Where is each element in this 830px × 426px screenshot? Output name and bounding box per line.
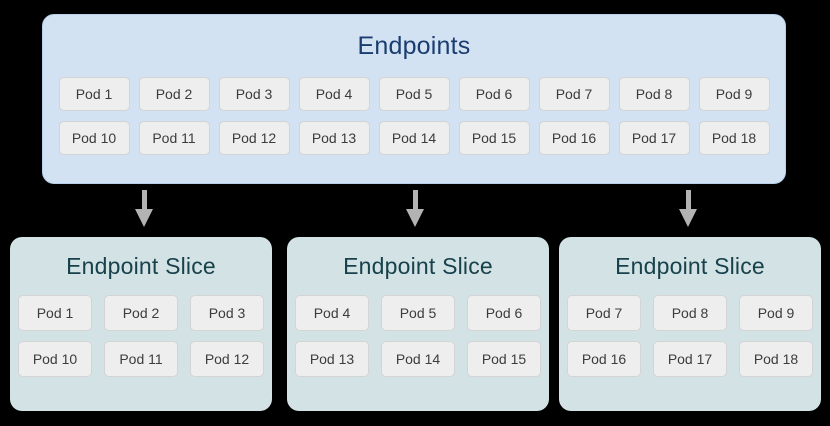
endpoint-slice-pod-grid: Pod 4 Pod 5 Pod 6 Pod 13 Pod 14 Pod 15 — [287, 295, 549, 387]
endpoint-slice-pod-row: Pod 4 Pod 5 Pod 6 — [287, 295, 549, 331]
pod-chip: Pod 7 — [538, 77, 610, 111]
endpoints-title: Endpoints — [357, 32, 471, 60]
arrow-head — [135, 209, 153, 227]
arrow-down-icon — [675, 190, 701, 227]
pod-chip: Pod 3 — [190, 295, 264, 331]
pod-chip: Pod 10 — [18, 341, 92, 377]
endpoint-slice-title: Endpoint Slice — [343, 253, 493, 279]
pod-chip: Pod 9 — [698, 77, 770, 111]
pod-chip: Pod 13 — [295, 341, 369, 377]
endpoints-pod-row: Pod 1 Pod 2 Pod 3 Pod 4 Pod 5 Pod 6 Pod … — [43, 77, 785, 111]
pod-chip: Pod 9 — [739, 295, 813, 331]
pod-chip: Pod 1 — [18, 295, 92, 331]
endpoints-pod-row: Pod 10 Pod 11 Pod 12 Pod 13 Pod 14 Pod 1… — [43, 121, 785, 155]
arrow-head — [406, 209, 424, 227]
pod-chip: Pod 3 — [218, 77, 290, 111]
endpoint-slice-title: Endpoint Slice — [66, 253, 216, 279]
pod-chip: Pod 18 — [698, 121, 770, 155]
pod-chip: Pod 17 — [618, 121, 690, 155]
arrow-head — [679, 209, 697, 227]
pod-chip: Pod 18 — [739, 341, 813, 377]
pod-chip: Pod 2 — [104, 295, 178, 331]
pod-chip: Pod 2 — [138, 77, 210, 111]
arrow-shaft — [413, 190, 418, 212]
endpoint-slice-pod-grid: Pod 1 Pod 2 Pod 3 Pod 10 Pod 11 Pod 12 — [10, 295, 272, 387]
pod-chip: Pod 5 — [378, 77, 450, 111]
pod-chip: Pod 12 — [218, 121, 290, 155]
pod-chip: Pod 16 — [567, 341, 641, 377]
arrow-shaft — [142, 190, 147, 212]
endpoint-slice-container-2: Endpoint Slice Pod 4 Pod 5 Pod 6 Pod 13 … — [287, 237, 549, 411]
endpoint-slice-pod-grid: Pod 7 Pod 8 Pod 9 Pod 16 Pod 17 Pod 18 — [559, 295, 821, 387]
arrow-down-icon — [402, 190, 428, 227]
endpoint-slice-title: Endpoint Slice — [615, 253, 765, 279]
pod-chip: Pod 12 — [190, 341, 264, 377]
pod-chip: Pod 13 — [298, 121, 370, 155]
endpoint-slice-pod-row: Pod 1 Pod 2 Pod 3 — [10, 295, 272, 331]
endpoints-container: Endpoints Pod 1 Pod 2 Pod 3 Pod 4 Pod 5 … — [42, 14, 786, 184]
pod-chip: Pod 14 — [378, 121, 450, 155]
pod-chip: Pod 14 — [381, 341, 455, 377]
pod-chip: Pod 15 — [458, 121, 530, 155]
pod-chip: Pod 6 — [467, 295, 541, 331]
endpoint-slice-pod-row: Pod 7 Pod 8 Pod 9 — [559, 295, 821, 331]
pod-chip: Pod 5 — [381, 295, 455, 331]
endpoints-pod-grid: Pod 1 Pod 2 Pod 3 Pod 4 Pod 5 Pod 6 Pod … — [43, 77, 785, 165]
endpoint-slice-pod-row: Pod 16 Pod 17 Pod 18 — [559, 341, 821, 377]
pod-chip: Pod 1 — [58, 77, 130, 111]
pod-chip: Pod 8 — [618, 77, 690, 111]
pod-chip: Pod 8 — [653, 295, 727, 331]
pod-chip: Pod 11 — [104, 341, 178, 377]
pod-chip: Pod 10 — [58, 121, 130, 155]
pod-chip: Pod 16 — [538, 121, 610, 155]
pod-chip: Pod 4 — [298, 77, 370, 111]
arrow-shaft — [686, 190, 691, 212]
endpoint-slice-container-1: Endpoint Slice Pod 1 Pod 2 Pod 3 Pod 10 … — [10, 237, 272, 411]
endpoint-slice-container-3: Endpoint Slice Pod 7 Pod 8 Pod 9 Pod 16 … — [559, 237, 821, 411]
pod-chip: Pod 7 — [567, 295, 641, 331]
pod-chip: Pod 11 — [138, 121, 210, 155]
endpoint-slice-pod-row: Pod 13 Pod 14 Pod 15 — [287, 341, 549, 377]
pod-chip: Pod 17 — [653, 341, 727, 377]
arrow-down-icon — [131, 190, 157, 227]
pod-chip: Pod 6 — [458, 77, 530, 111]
pod-chip: Pod 4 — [295, 295, 369, 331]
pod-chip: Pod 15 — [467, 341, 541, 377]
endpoint-slice-pod-row: Pod 10 Pod 11 Pod 12 — [10, 341, 272, 377]
